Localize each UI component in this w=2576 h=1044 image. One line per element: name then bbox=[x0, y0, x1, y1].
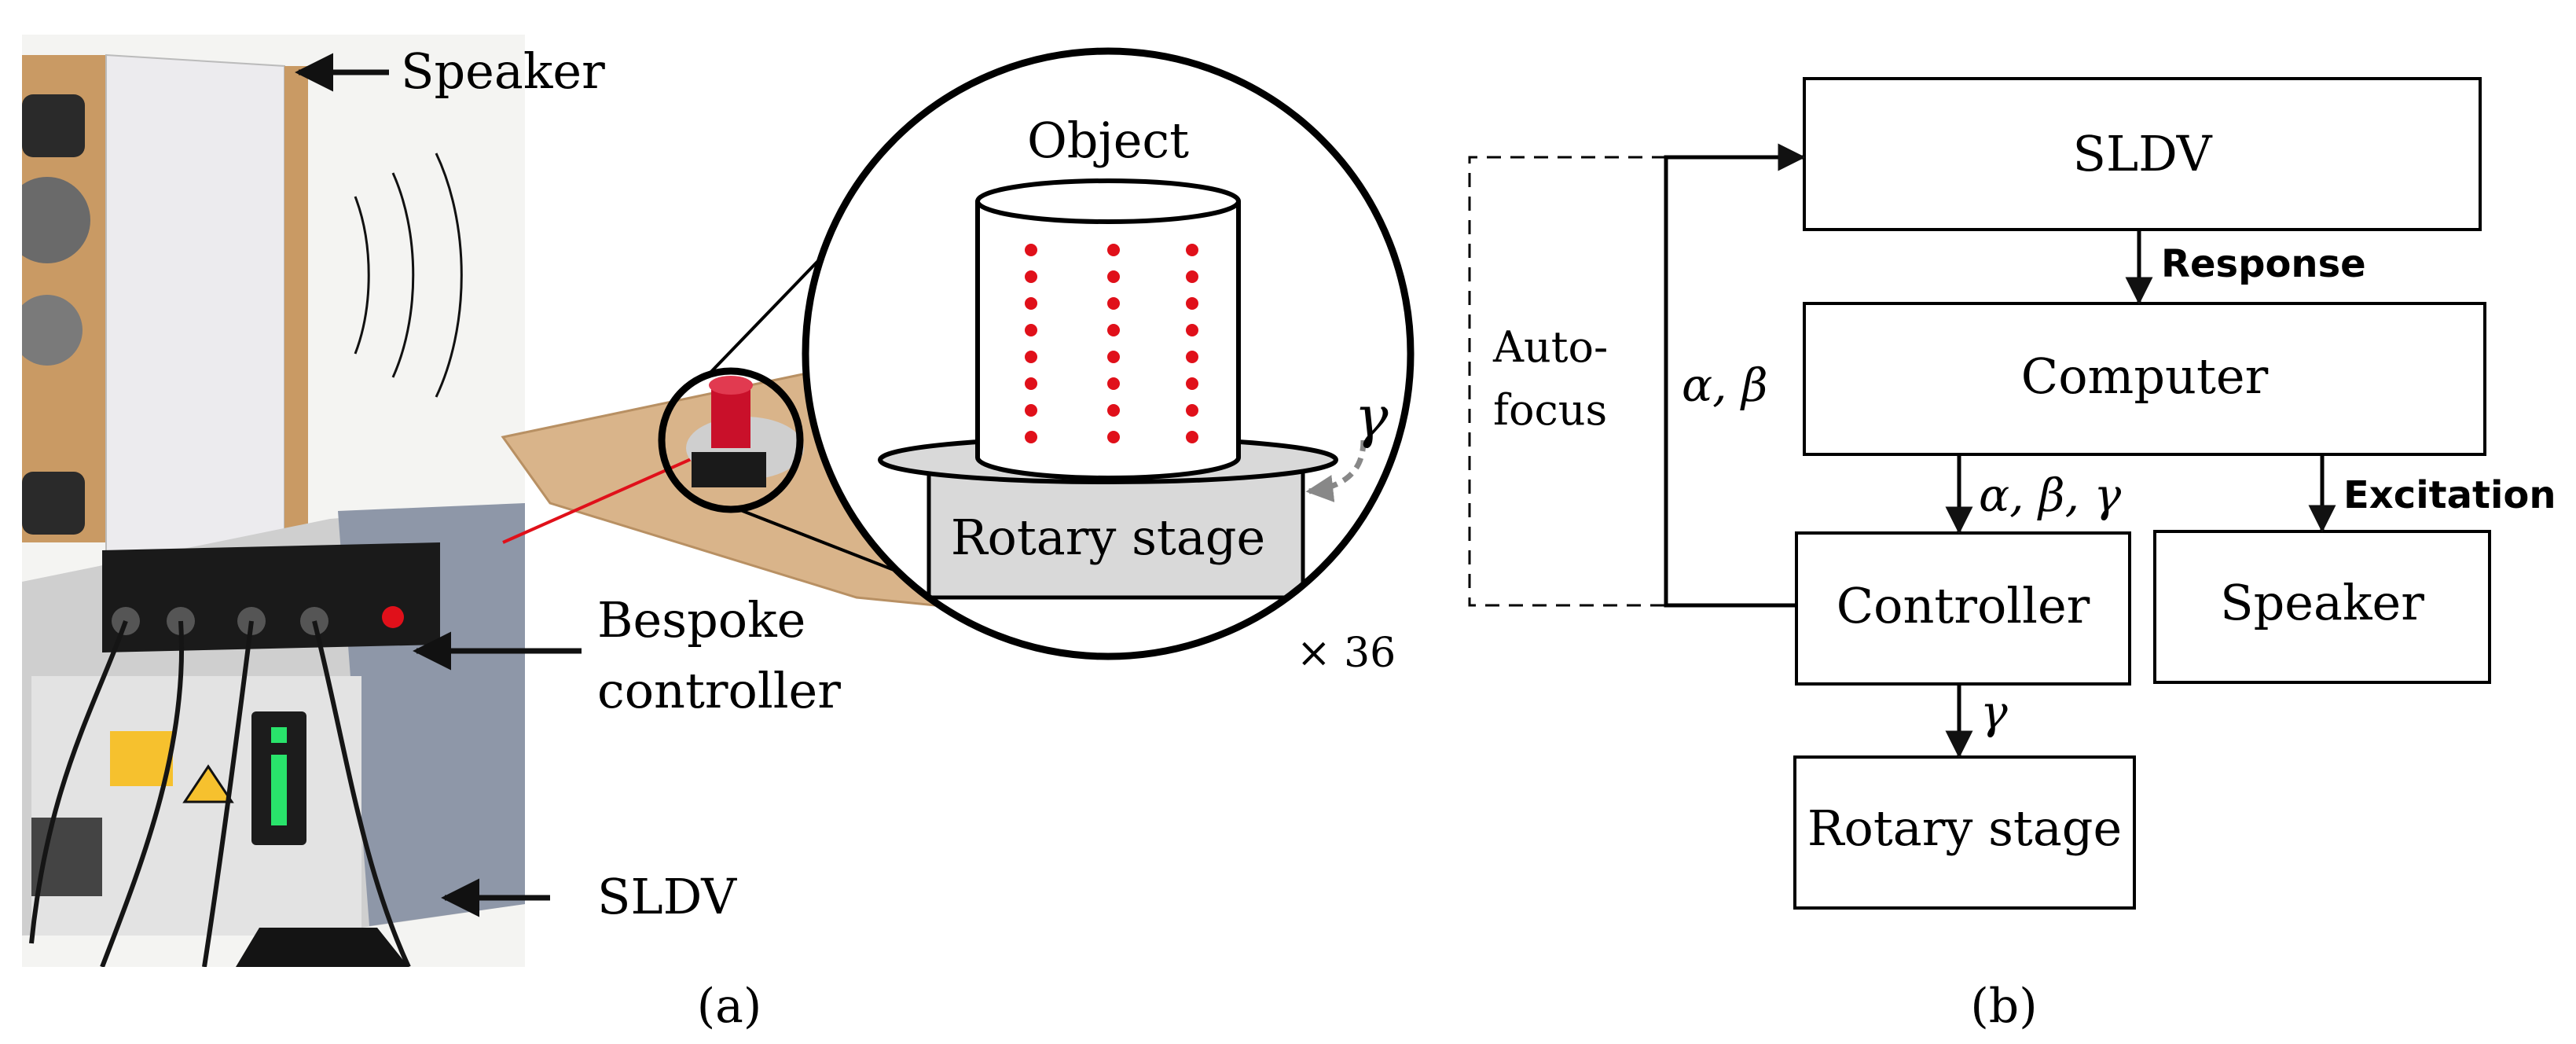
laser-beam bbox=[502, 443, 724, 544]
scan-point bbox=[1025, 431, 1037, 443]
caption-b: (b) bbox=[1970, 979, 2037, 1034]
speaker-cabinet bbox=[22, 53, 308, 557]
scan-point bbox=[1186, 297, 1198, 310]
block-computer-label: Computer bbox=[2021, 347, 2269, 405]
block-rotary-stage: Rotary stage bbox=[1793, 755, 2136, 910]
sldv-label: SLDV bbox=[597, 868, 737, 925]
repeat-label: × 36 bbox=[1297, 630, 1396, 677]
bespoke-controller-box bbox=[102, 542, 440, 652]
response-label: Response bbox=[2161, 242, 2366, 286]
block-speaker: Speaker bbox=[2153, 530, 2491, 684]
cables bbox=[29, 619, 411, 967]
photo-setup bbox=[22, 35, 525, 967]
panel-b: SLDV Computer Controller Speaker Rotary … bbox=[1468, 77, 2556, 1034]
scan-point bbox=[1107, 431, 1120, 443]
zoom-line-bottom bbox=[738, 508, 905, 575]
scan-point bbox=[1025, 377, 1037, 390]
scan-point bbox=[1186, 324, 1198, 336]
scan-point bbox=[1025, 270, 1037, 283]
rotary-stage-box bbox=[927, 468, 1305, 600]
scan-point bbox=[1186, 404, 1198, 417]
scan-point bbox=[1107, 377, 1120, 390]
excitation-label: Excitation bbox=[2343, 473, 2556, 517]
scan-point bbox=[1107, 351, 1120, 363]
scan-point bbox=[1186, 351, 1198, 363]
block-controller-label: Controller bbox=[1837, 577, 2090, 634]
scan-point bbox=[1186, 270, 1198, 283]
block-sldv: SLDV bbox=[1803, 77, 2482, 231]
rotary-stage-label: Rotary stage bbox=[951, 509, 1265, 566]
block-sldv-label: SLDV bbox=[2072, 125, 2212, 182]
scan-point bbox=[1186, 431, 1198, 443]
object-label: Object bbox=[1027, 112, 1189, 169]
scan-point bbox=[1186, 244, 1198, 256]
arrow-controller-to-sldv bbox=[1664, 143, 1806, 608]
speaker-label: Speaker bbox=[401, 42, 605, 100]
scan-point bbox=[1107, 244, 1120, 256]
scan-point bbox=[1107, 270, 1120, 283]
scan-point bbox=[1186, 377, 1198, 390]
zoom-source-circle bbox=[658, 367, 804, 513]
controller-params-label: α, β, γ bbox=[1979, 469, 2121, 522]
scan-point bbox=[1107, 404, 1120, 417]
scan-points bbox=[1025, 244, 1198, 443]
zoom-inset: Object Rotary stage γ bbox=[802, 47, 1415, 660]
sound-waves bbox=[354, 153, 463, 398]
stage-param-label: γ bbox=[1980, 686, 2008, 739]
block-computer: Computer bbox=[1803, 302, 2486, 456]
bespoke-label-line1: Bespoke bbox=[597, 591, 805, 649]
scan-point bbox=[1025, 244, 1037, 256]
feedback-params-label: α, β bbox=[1682, 358, 1768, 412]
autofocus-label-line2: focus bbox=[1493, 385, 1607, 435]
gamma-rotation-arrow bbox=[1305, 439, 1367, 502]
autofocus-loop bbox=[1468, 156, 1666, 607]
scan-point bbox=[1025, 404, 1037, 417]
scan-point bbox=[1025, 297, 1037, 310]
caption-a: (a) bbox=[697, 979, 762, 1034]
autofocus-label-line1: Auto- bbox=[1492, 322, 1608, 372]
gamma-label: γ bbox=[1354, 384, 1389, 450]
block-controller: Controller bbox=[1795, 531, 2131, 686]
scan-point bbox=[1025, 324, 1037, 336]
block-rotary-stage-label: Rotary stage bbox=[1807, 800, 2122, 857]
scan-point bbox=[1107, 297, 1120, 310]
panel-a: Object Rotary stage γ × 36 Speaker Bespo… bbox=[22, 35, 1415, 1034]
bespoke-label-line2: controller bbox=[597, 662, 841, 719]
cylinder-object bbox=[975, 201, 1241, 480]
scan-point bbox=[1107, 324, 1120, 336]
block-speaker-label: Speaker bbox=[2220, 574, 2424, 631]
scan-point bbox=[1025, 351, 1037, 363]
photo-object bbox=[686, 376, 804, 487]
